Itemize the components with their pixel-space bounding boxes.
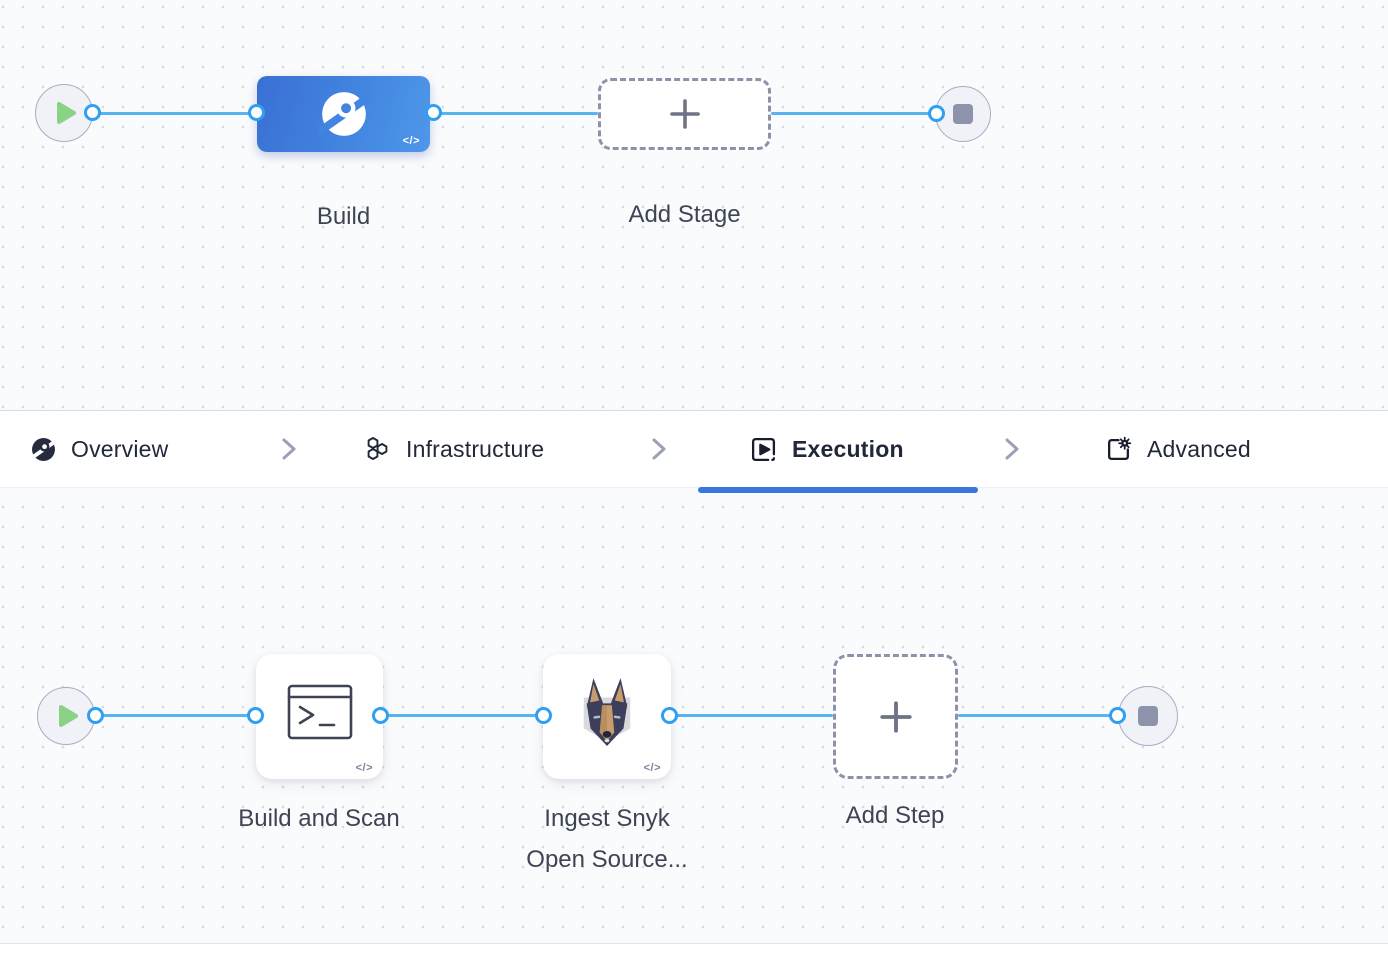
tab-advanced[interactable]: Advanced [1105, 411, 1251, 487]
step-node-ingest-snyk[interactable]: </> [543, 654, 671, 779]
stop-icon [1138, 706, 1158, 726]
tab-overview[interactable]: Overview [31, 411, 168, 487]
stage-label-build: Build [316, 203, 371, 230]
add-stage-label: Add Stage [628, 201, 741, 228]
tab-label: Advanced [1147, 435, 1251, 462]
edge-step1-to-step2 [381, 714, 544, 717]
tab-label: Overview [71, 435, 169, 462]
advanced-icon [1105, 436, 1132, 463]
yaml-code-badge: </> [402, 135, 420, 147]
connector-dot[interactable] [425, 104, 442, 121]
terminal-icon [287, 684, 353, 740]
edge-start-to-step1 [96, 714, 256, 717]
yaml-code-badge: </> [643, 762, 661, 774]
execution-end-node [1118, 686, 1178, 746]
add-stage-button[interactable] [598, 78, 771, 150]
overview-icon [31, 437, 56, 462]
active-tab-indicator [698, 487, 978, 493]
connector-dot[interactable] [535, 707, 552, 724]
edge-addstage-to-end [771, 112, 937, 115]
chevron-right-icon [280, 437, 298, 466]
tab-label: Execution [792, 435, 904, 462]
edge-start-to-build [93, 112, 257, 115]
tab-execution[interactable]: Execution [750, 411, 904, 487]
execution-start-node [37, 687, 95, 745]
yaml-code-badge: </> [355, 762, 373, 774]
edge-step2-to-addstep [670, 714, 833, 717]
canvas-bottom-strip [0, 943, 1388, 954]
plus-icon [667, 96, 703, 132]
add-step-label: Add Step [845, 802, 945, 829]
connector-dot[interactable] [1109, 707, 1126, 724]
connector-dot[interactable] [87, 707, 104, 724]
step-node-build-and-scan[interactable]: </> [256, 654, 383, 779]
snyk-doberman-icon [576, 676, 638, 752]
execution-icon [750, 436, 777, 463]
stop-icon [953, 104, 973, 124]
chevron-right-icon [1003, 437, 1021, 466]
play-icon [58, 704, 79, 728]
connector-dot[interactable] [248, 104, 265, 121]
tab-label: Infrastructure [406, 435, 545, 462]
stage-node-build[interactable]: </> [257, 76, 430, 152]
connector-dot[interactable] [372, 707, 389, 724]
plus-icon [877, 698, 915, 736]
edge-build-to-addstage [434, 112, 598, 115]
add-step-button[interactable] [833, 654, 958, 779]
connector-dot[interactable] [247, 707, 264, 724]
connector-dot[interactable] [661, 707, 678, 724]
connector-dot[interactable] [928, 105, 945, 122]
step-label: Build and Scan [238, 805, 400, 832]
connector-dot[interactable] [84, 104, 101, 121]
tab-infrastructure[interactable]: Infrastructure [364, 411, 544, 487]
gear-glyph [1118, 436, 1132, 450]
stage-config-tabbar: Overview Infrastructure [0, 410, 1388, 488]
edge-addstep-to-end [958, 714, 1118, 717]
harness-ci-icon [318, 89, 369, 139]
chevron-right-icon [650, 437, 668, 466]
infrastructure-icon [364, 436, 391, 463]
play-icon [56, 101, 77, 125]
